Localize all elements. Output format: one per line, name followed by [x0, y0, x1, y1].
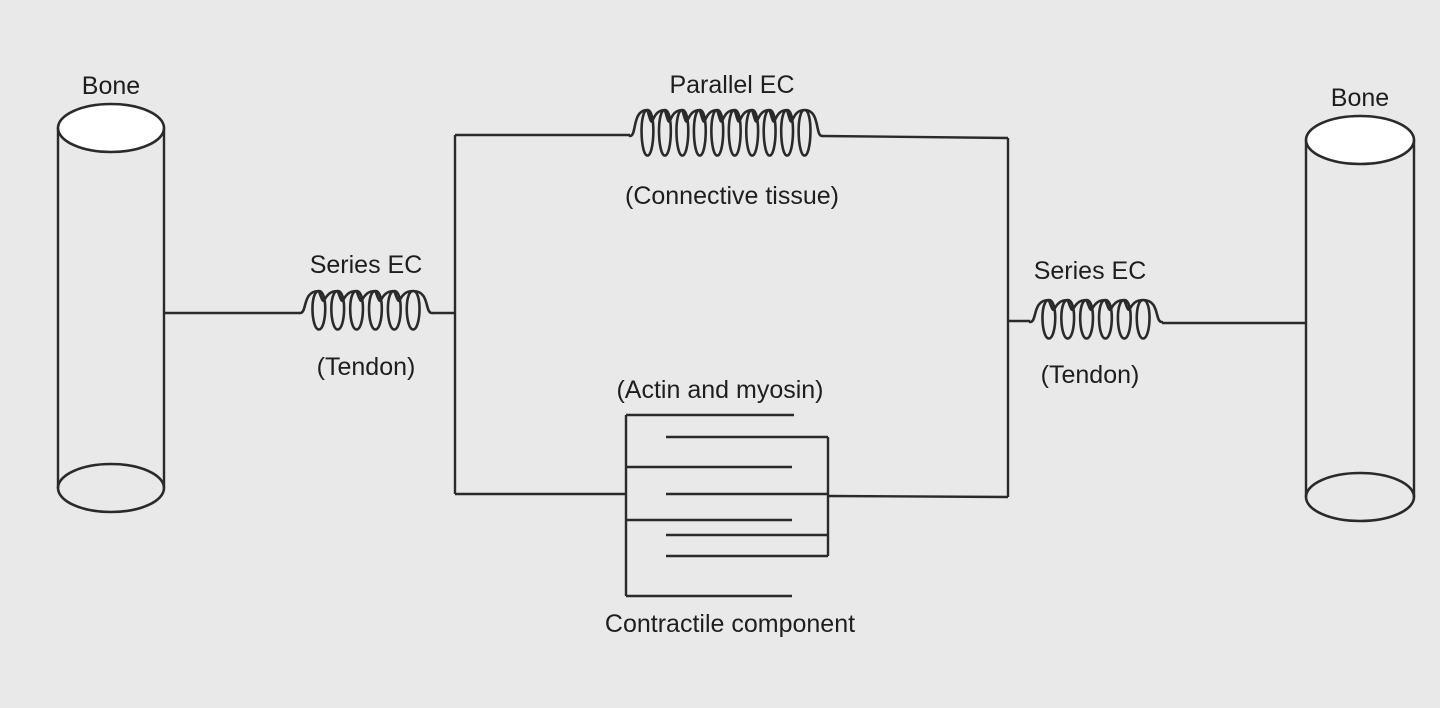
contractile-component	[624, 413, 830, 598]
parallel-frame	[453, 133, 1010, 499]
connective-tissue-label: (Connective tissue)	[625, 182, 839, 210]
bone-left-label: Bone	[82, 72, 140, 100]
bone-right	[1304, 114, 1416, 523]
series-ec-left-label: Series EC	[310, 251, 423, 279]
series-ec-left-spring	[298, 289, 434, 331]
contractile-component-label: Contractile component	[605, 610, 855, 638]
bone-right-label: Bone	[1331, 84, 1389, 112]
tendon-left-label: (Tendon)	[317, 353, 416, 381]
parallel-ec-label: Parallel EC	[669, 71, 794, 99]
tendon-right-label: (Tendon)	[1041, 361, 1140, 389]
parallel-ec-spring	[628, 108, 824, 157]
actin-myosin-label: (Actin and myosin)	[616, 376, 823, 404]
bone-left	[56, 102, 166, 514]
series-ec-right-spring	[1028, 298, 1164, 340]
series-ec-right-label: Series EC	[1034, 257, 1147, 285]
